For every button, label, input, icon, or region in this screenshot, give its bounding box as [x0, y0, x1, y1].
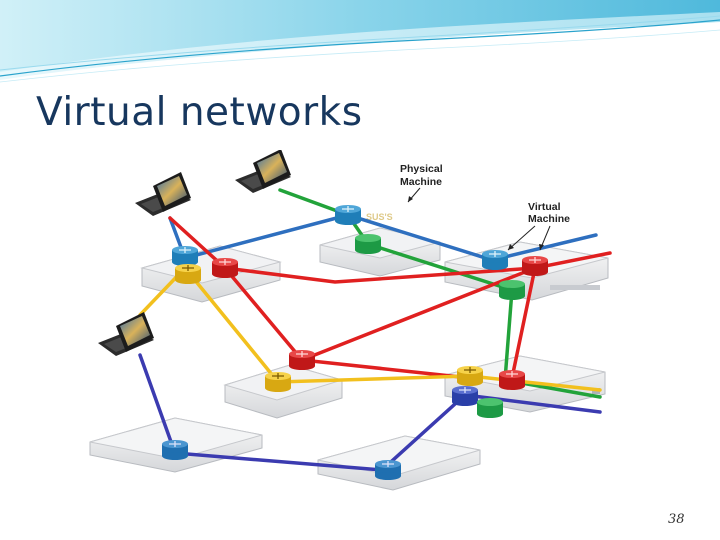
router-purple-icon: [452, 386, 478, 406]
laptop-top-center: [235, 150, 291, 193]
router-blue-icon: [335, 205, 361, 225]
page-number: 38: [668, 512, 685, 527]
physical-machine-callout: Physical Machine: [400, 163, 443, 203]
router-red-icon: [212, 258, 238, 278]
router-red-icon: [522, 256, 548, 276]
red-network-link: [168, 216, 472, 380]
laptop-left: [98, 312, 154, 356]
router-green-icon: [355, 234, 381, 254]
svg-text:SUS'S: SUS'S: [366, 212, 393, 222]
red-network-link: [223, 266, 537, 284]
router-red-icon: [289, 350, 315, 370]
blue-network-link: [183, 213, 598, 262]
router-nodes: [162, 205, 548, 480]
yellow-network-link: [183, 266, 602, 392]
router-purple-icon: [162, 440, 188, 460]
router-green-icon: [499, 280, 525, 300]
router-red-icon: [499, 370, 525, 390]
physical-machine-label-line1: Physical: [400, 163, 443, 175]
router-yellow-icon: [175, 264, 201, 284]
green-network-link: [278, 188, 514, 292]
red-network-link: [510, 266, 537, 380]
virtual-machine-label-line2: Machine: [528, 213, 570, 225]
router-yellow-icon: [457, 366, 483, 386]
router-purple-icon: [375, 460, 401, 480]
physical-machine-label-line2: Machine: [400, 176, 442, 188]
router-yellow-icon: [265, 372, 291, 392]
link-lines: [138, 188, 612, 472]
router-blue-icon: [482, 250, 508, 270]
router-green-icon: [477, 398, 503, 418]
virtual-network-diagram: SUS'S: [89, 150, 612, 491]
virtual-machine-label-line1: Virtual: [528, 201, 561, 213]
virtual-machine-callout: Virtual Machine: [507, 201, 570, 251]
header-swoosh: [0, 0, 720, 83]
laptop-top-left: [135, 172, 191, 216]
router-blue-icon: [172, 246, 198, 266]
slide-title: Virtual networks: [36, 90, 363, 135]
